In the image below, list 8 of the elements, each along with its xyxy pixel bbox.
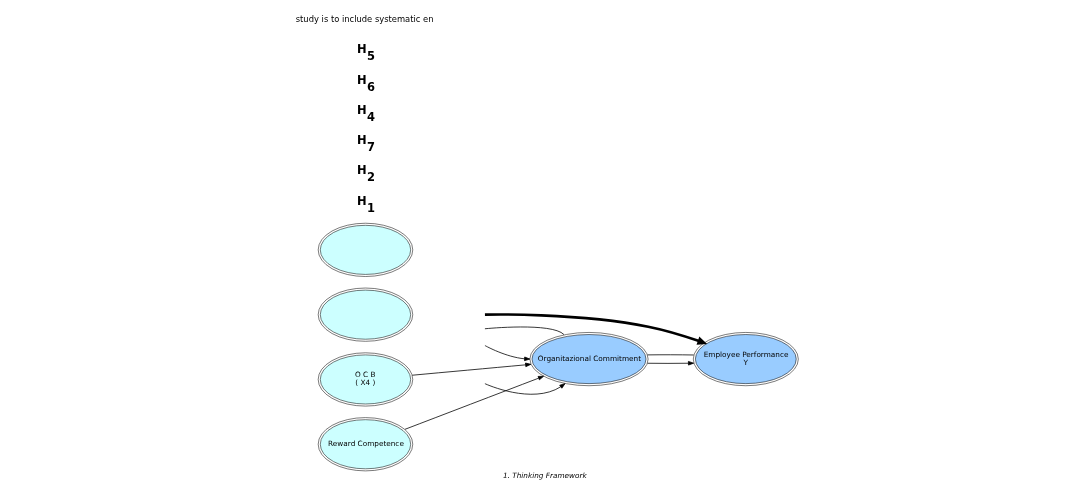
arrow	[646, 360, 694, 365]
label: study is to include systematic en	[295, 13, 434, 24]
connector	[484, 326, 564, 335]
arrow	[411, 362, 531, 376]
arrow	[484, 382, 565, 395]
arrow	[484, 344, 530, 361]
arrow	[484, 312, 707, 345]
arrow	[404, 375, 544, 430]
